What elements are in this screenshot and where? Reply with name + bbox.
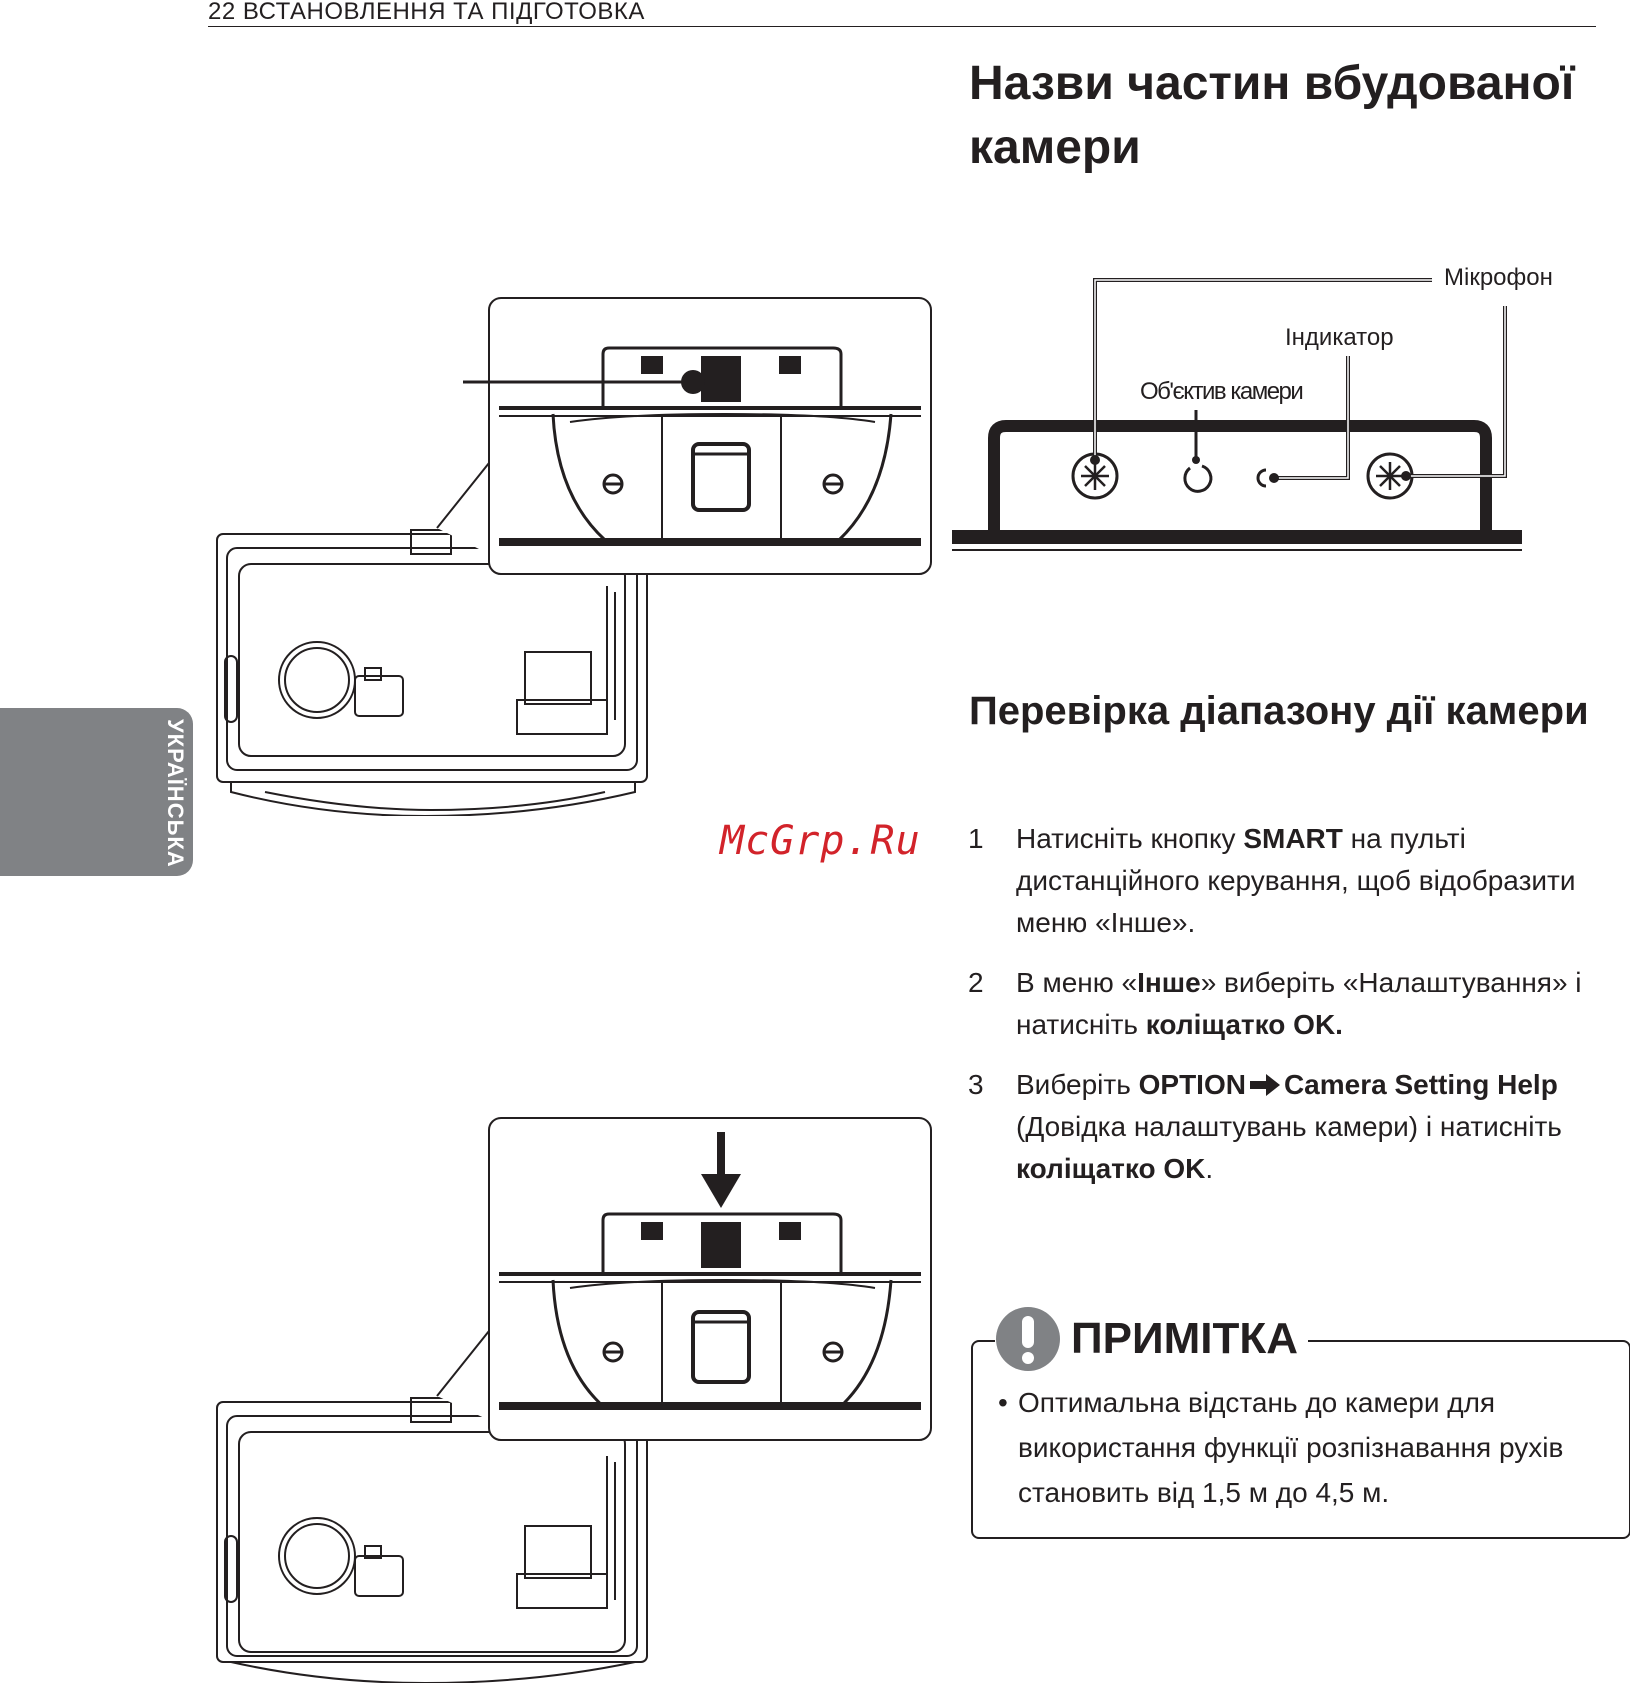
step-item: 2 В меню «Інше» виберіть «Налаштування» … — [968, 962, 1618, 1046]
page-header: 22 ВСТАНОВЛЕННЯ ТА ПІДГОТОВКА — [208, 0, 645, 25]
step-text: В меню « — [1016, 967, 1138, 998]
step-number: 1 — [968, 823, 984, 854]
section-title-camera-range: Перевірка діапазону дії камери — [969, 689, 1589, 733]
microphone-label: Мікрофон — [1444, 264, 1553, 291]
watermark: McGrp.Ru — [720, 818, 921, 864]
arrow-right-icon — [1249, 1074, 1280, 1096]
step-item: 1 Натисніть кнопку SMART на пульті диста… — [968, 818, 1618, 944]
lens-label: Об'єктив камери — [1140, 378, 1304, 405]
step-text: (Довідка налаштувань камери) і натисніть — [1016, 1111, 1562, 1142]
step-text: . — [1205, 1153, 1214, 1184]
step-text: на пульті дистанційного керування, щоб в… — [1016, 823, 1576, 938]
indicator-label: Індикатор — [1285, 324, 1394, 351]
step-text: Натисніть кнопку — [1016, 823, 1244, 854]
step-bold: Інше — [1137, 967, 1201, 998]
exclamation-circle-icon — [996, 1307, 1060, 1371]
language-tab-label: УКРАЇНСЬКА — [163, 718, 188, 868]
step-bold: коліщатко OK — [1016, 1153, 1206, 1184]
step-number: 2 — [968, 967, 984, 998]
note-title: ПРИМІТКА — [1071, 1314, 1298, 1363]
header-rule — [208, 26, 1596, 27]
step-item: 3 Виберіть OPTION Camera Setting Help (До… — [968, 1064, 1618, 1190]
tv-rear-illustration-bottom — [216, 1117, 932, 1683]
step-bold: Camera Setting Help — [1283, 1069, 1558, 1100]
step-text: » виберіть «Налаштування» і натисніть — [1016, 967, 1582, 1040]
step-bold: OPTION — [1138, 1069, 1246, 1100]
camera-parts-diagram — [952, 278, 1522, 551]
language-tab — [0, 708, 193, 876]
step-number: 3 — [968, 1069, 984, 1100]
step-text: Виберіть — [1016, 1069, 1139, 1100]
note-bullet: • — [998, 1387, 1008, 1418]
note-text-block: • Оптимальна відстань до камери для вико… — [998, 1380, 1630, 1515]
note-text: Оптимальна відстань до камери для викори… — [1018, 1387, 1564, 1508]
steps-list: 1 Натисніть кнопку SMART на пульті диста… — [968, 818, 1618, 1208]
note-header: ПРИМІТКА — [995, 1306, 1308, 1372]
step-bold: SMART — [1243, 823, 1343, 854]
section-title-camera-parts: Назви частин вбудованої камери — [969, 57, 1575, 174]
step-bold: коліщатко OK. — [1145, 1009, 1343, 1040]
tv-rear-illustration-top — [216, 297, 932, 816]
